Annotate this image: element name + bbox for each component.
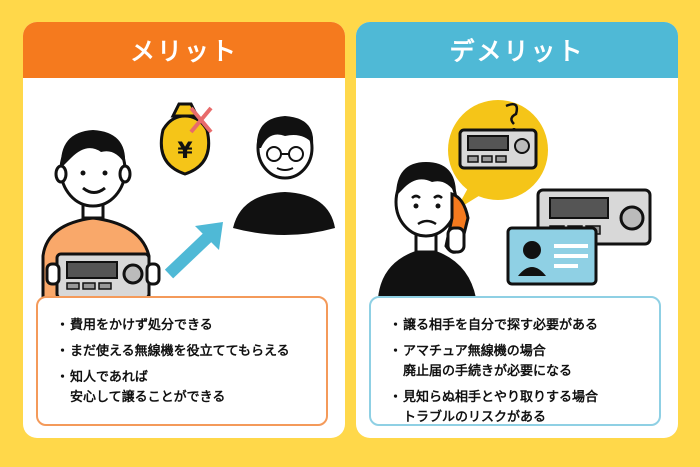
list-item-text: 譲る相手を自分で探す必要がある [403,318,599,333]
list-item: ・ まだ使える無線機を役立ててもらえる [56,342,316,362]
list-item: ・ アマチュア無線機の場合 廃止届の手続きが必要になる [389,342,649,382]
money-bag-icon: ¥ [159,102,213,176]
list-item: ・ 見知らぬ相手とやり取りする場合 トラブルのリスクがある [389,388,649,428]
list-item-text: 廃止届の手続きが必要になる [403,364,573,379]
person-with-radio-icon [41,130,161,298]
id-card-icon [506,226,598,286]
bullet: ・ [56,370,70,385]
list-item-text: アマチュア無線機の場合 [403,344,546,359]
list-item-text: 見知らぬ相手とやり取りする場合 [403,390,599,405]
demerit-notes: ・ 譲る相手を自分で探す必要がある ・ アマチュア無線機の場合 廃止届の手続きが… [369,296,661,426]
demerit-panel: デメリット [356,22,678,438]
receiver-person-icon [233,116,335,235]
demerit-illustration [378,100,652,298]
demerit-title: デメリット [356,22,678,78]
bullet: ・ [389,344,403,359]
list-item: ・ 譲る相手を自分で探す必要がある [389,316,649,336]
bullet: ・ [389,318,403,333]
merit-notes: ・ 費用をかけず処分できる ・ まだ使える無線機を役立ててもらえる ・ 知人であ… [36,296,328,426]
list-item-text: 費用をかけず処分できる [70,318,213,333]
yen-symbol: ¥ [177,139,193,164]
list-item: ・ 費用をかけず処分できる [56,316,316,336]
merit-title: メリット [23,22,345,78]
worried-person-phone-icon [378,162,476,298]
list-item-text: トラブルのリスクがある [403,410,547,425]
bullet: ・ [56,318,70,333]
merit-illustration: ¥ [41,102,335,298]
merit-panel: メリット [23,22,345,438]
list-item-text: 知人であれば [70,370,148,385]
list-item-text: まだ使える無線機を役立ててもらえる [70,344,290,359]
thought-bubble-radio-icon [448,100,548,210]
arrow-icon [164,222,223,279]
bullet: ・ [389,390,403,405]
list-item: ・ 知人であれば 安心して譲ることができる [56,368,316,408]
bullet: ・ [56,344,70,359]
list-item-text: 安心して譲ることができる [70,390,226,405]
